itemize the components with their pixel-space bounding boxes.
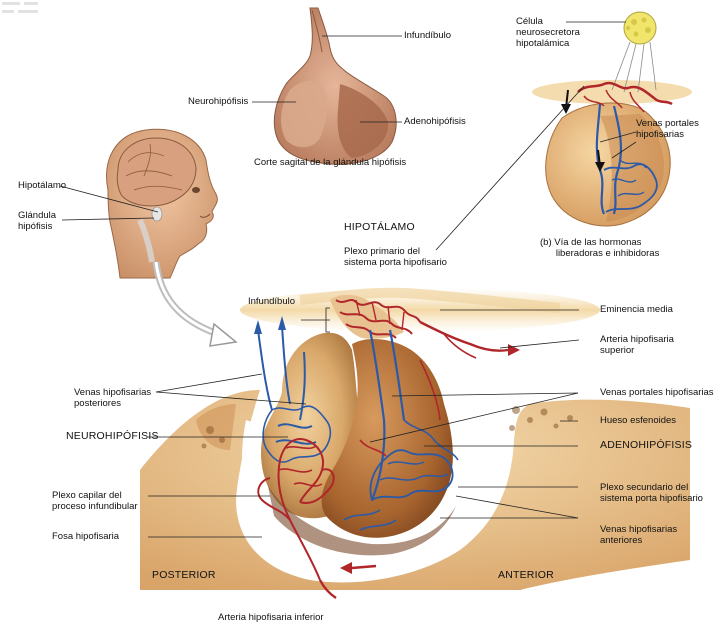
label-anterior: ANTERIOR — [498, 569, 554, 581]
label-venas-portales-inset: Venas portales hipofisarias — [636, 118, 699, 140]
portal-veins-and-secondary-plexus — [343, 329, 459, 531]
label-arteria-inferior: Arteria hipofisaria inferior — [218, 612, 324, 623]
label-venas-portales-main: Venas portales hipofisarias — [600, 387, 714, 398]
label-plexo-secundario: Plexo secundario del sistema porta hipof… — [600, 482, 703, 504]
zoom-arrow — [152, 261, 238, 347]
label-glandula-hipofisis: Glándula hipófisis — [18, 210, 57, 232]
label-neurohipofisis-main: NEUROHIPÓFISIS — [66, 430, 159, 442]
posterior-veins — [257, 325, 332, 463]
label-fosa-hipofisaria: Fosa hipofisaria — [52, 531, 120, 542]
label-plexo-primario: Plexo primario del sistema porta hipofis… — [344, 246, 447, 268]
leader-lines — [59, 21, 637, 538]
sagittal-section-illustration — [273, 7, 397, 165]
label-hipotalamo-main: HIPOTÁLAMO — [344, 221, 415, 233]
head-illustration — [106, 128, 218, 279]
label-venas-posteriores: Venas hipofisarias posteriores — [74, 387, 152, 409]
label-celula-neurosecretora: Célula neurosecretora hipotalámica — [516, 16, 580, 49]
neurosecretory-inset — [532, 11, 692, 227]
label-venas-anteriores: Venas hipofisarias anteriores — [600, 524, 678, 546]
label-posterior: POSTERIOR — [152, 569, 216, 581]
label-hipotalamo-head: Hipotálamo — [18, 180, 67, 191]
main-pituitary-illustration — [140, 287, 690, 599]
label-plexo-capilar: Plexo capilar del proceso infundibular — [52, 490, 138, 512]
label-infundibulo-top: Infundíbulo — [404, 30, 452, 41]
label-adenohipofisis-top: Adenohipófisis — [404, 116, 466, 127]
caption-corte-sagital: Corte sagital de la glándula hipófisis — [254, 157, 407, 168]
label-eminencia-media: Eminencia media — [600, 304, 673, 315]
label-infundibulo-main: Infundíbulo — [248, 296, 296, 307]
neuron-cell-icon — [611, 11, 657, 93]
label-arteria-superior: Arteria hipofisaria superior — [600, 334, 674, 356]
caption-via-hormonas: (b) Vía de las hormonas liberadoras e in… — [540, 237, 660, 259]
label-neurohipofisis-top: Neurohipófisis — [188, 96, 249, 107]
infundibular-plexus — [257, 438, 337, 599]
label-hueso-esfenoides: Hueso esfenoides — [600, 415, 677, 426]
label-adenohipofisis-main: ADENOHIPÓFISIS — [600, 439, 693, 451]
scan-artifacts — [2, 2, 38, 13]
